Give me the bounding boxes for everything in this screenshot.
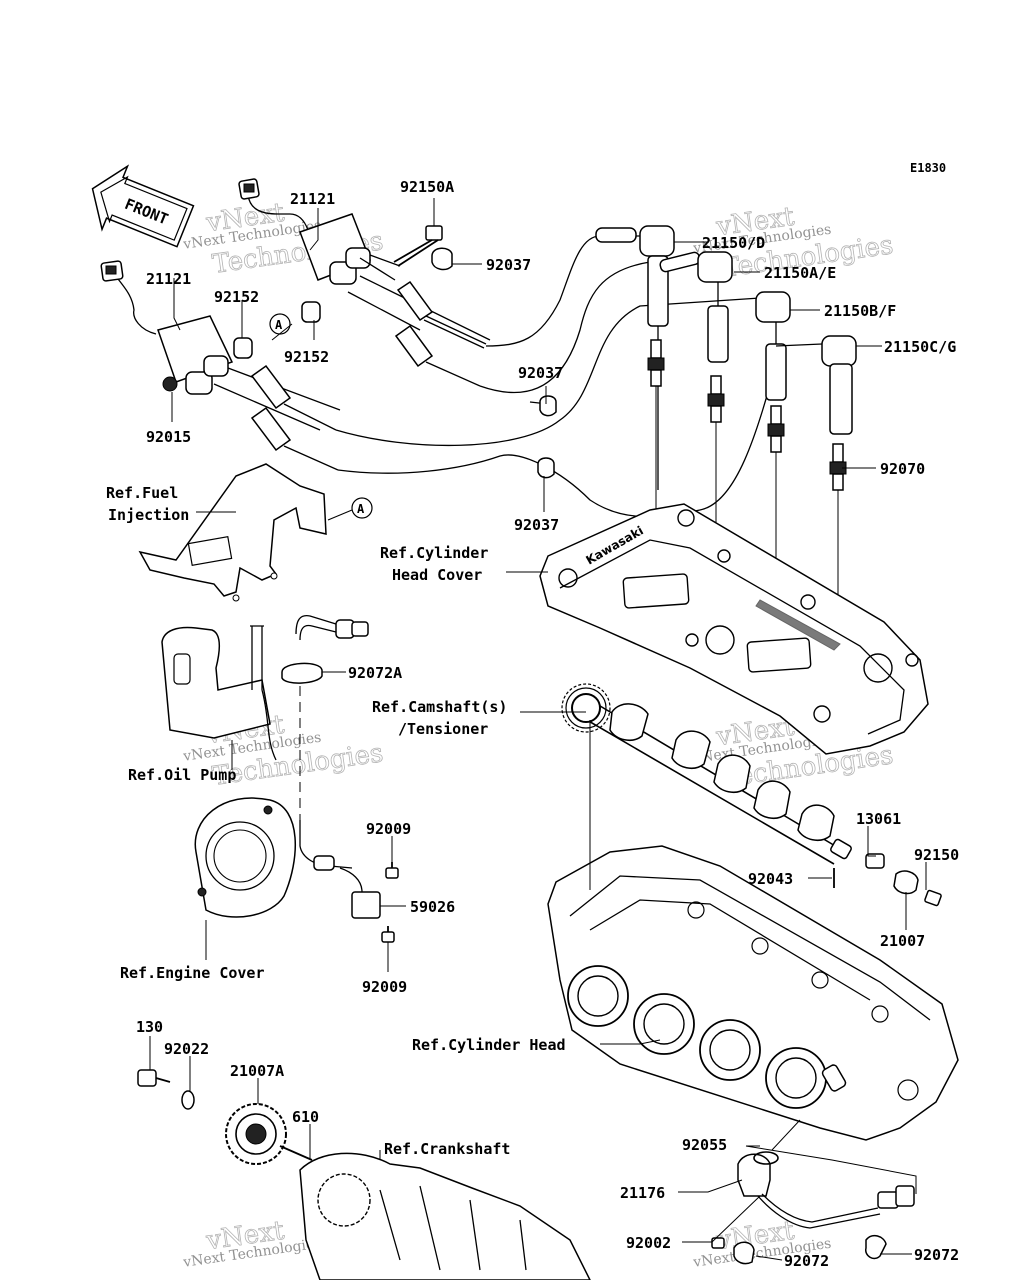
bushing-92152-b (233, 337, 253, 359)
part-label-92072: 92072 (914, 1246, 959, 1264)
part-label-59026: 59026 (410, 898, 455, 916)
part-label-92072: 92072 (784, 1252, 829, 1270)
ignition-coil-lower (100, 260, 341, 431)
part-label-13061: 13061 (856, 810, 901, 828)
cylinder-head-cover: Kawasaki (539, 503, 929, 755)
part-labels: 21121 21121 92150A 92037 92152 92152 920… (136, 178, 959, 1270)
pickup-coil-59026 (299, 820, 381, 919)
clamp-92072-center (733, 1241, 755, 1265)
spark-plugs (647, 339, 847, 680)
reference-labels: Ref.Fuel Injection Ref.Cylinder Head Cov… (106, 484, 566, 1158)
part-label-92015: 92015 (146, 428, 191, 446)
ref-label-crankshaft: Ref.Crankshaft (384, 1140, 510, 1158)
oil-pressure-lead (295, 614, 369, 641)
callout-marker-label: A (357, 502, 365, 516)
cylinder-head (547, 845, 959, 1141)
part-label-92152: 92152 (284, 348, 329, 366)
part-label-92002: 92002 (626, 1234, 671, 1252)
camshaft (561, 683, 852, 865)
plug-cap-top-1 (396, 280, 487, 349)
clip-92037-top (431, 247, 453, 271)
plug-cap-21150AE (659, 251, 733, 363)
ref-label-camshaft: /Tensioner (398, 720, 488, 738)
oil-pump-ref-outline (161, 625, 277, 761)
ref-label-fuel-injection: Injection (108, 506, 189, 524)
ref-label-engine-cover: Ref.Engine Cover (120, 964, 265, 982)
part-label-21176: 21176 (620, 1184, 665, 1202)
bolt-130 (137, 1069, 171, 1087)
tensioner-parts (833, 853, 942, 907)
part-label-92152: 92152 (214, 288, 259, 306)
callout-marker-label: A (275, 318, 283, 332)
part-label-92043: 92043 (748, 870, 793, 888)
timing-rotor-21007A (225, 1103, 287, 1165)
spark-plug-leads (335, 235, 781, 518)
part-label-92022: 92022 (164, 1040, 209, 1058)
cam-position-sensor-21176 (711, 1151, 915, 1249)
ref-label-cylinder-head: Ref.Cylinder Head (412, 1036, 566, 1054)
part-label-92150: 92150 (914, 846, 959, 864)
figure-code: E1830 (910, 161, 946, 175)
part-label-21150b-f: 21150B/F (824, 302, 896, 320)
watermark-group: vNext vNext Technologies Technologies vN… (181, 197, 895, 1271)
part-label-21007A: 21007A (230, 1062, 284, 1080)
bolt-92009-a (385, 862, 399, 879)
clip-92037-mid (539, 395, 557, 417)
ref-label-camshaft: Ref.Camshaft(s) (372, 698, 507, 716)
part-label-21150c-g: 21150C/G (884, 338, 956, 356)
part-label-21121: 21121 (290, 190, 335, 208)
part-label-92070: 92070 (880, 460, 925, 478)
part-label-92150A: 92150A (400, 178, 454, 196)
crankshaft-ref (299, 1152, 591, 1280)
part-label-21150a-e: 21150A/E (764, 264, 836, 282)
plug-cap-21150CG (775, 335, 857, 435)
plug-cap-low-2 (250, 406, 339, 471)
part-label-92009: 92009 (362, 978, 407, 996)
part-label-610: 610 (292, 1108, 319, 1126)
part-label-92037: 92037 (514, 516, 559, 534)
ref-label-cylinder-head-cover: Head Cover (392, 566, 482, 584)
callout-marker-a-upper: A (269, 313, 291, 335)
engine-cover-ref (194, 797, 297, 918)
part-label-92055: 92055 (682, 1136, 727, 1154)
clamp-92072A (281, 662, 323, 684)
bolt-92009-b (381, 926, 395, 943)
callout-marker-a-lower: A (351, 497, 373, 519)
part-label-92037: 92037 (518, 364, 563, 382)
washer-92022 (181, 1090, 195, 1110)
part-label-92072A: 92072A (348, 664, 402, 682)
clip-92037-low (537, 457, 555, 479)
pin-610 (279, 1145, 313, 1161)
part-label-21121: 21121 (146, 270, 191, 288)
plug-cap-21150BF (755, 291, 791, 401)
part-label-92009: 92009 (366, 820, 411, 838)
leader-lines (149, 198, 927, 1261)
front-arrow-icon: FRONT (91, 164, 195, 248)
plug-cap-low-1 (250, 364, 337, 431)
part-label-130: 130 (136, 1018, 163, 1036)
clamp-92072-right (865, 1234, 887, 1260)
ref-label-fuel-injection: Ref.Fuel (106, 484, 178, 502)
part-label-21150-d: 21150/D (702, 234, 765, 252)
plug-cap-top-2 (394, 324, 481, 387)
plug-cap-21150D (595, 225, 675, 490)
part-label-92037: 92037 (486, 256, 531, 274)
coil-bracket (138, 463, 327, 602)
ref-label-oil-pump: Ref.Oil Pump (128, 766, 236, 784)
ref-label-cylinder-head-cover: Ref.Cylinder (380, 544, 488, 562)
part-label-21007: 21007 (880, 932, 925, 950)
bushing-92152-a (301, 301, 321, 323)
